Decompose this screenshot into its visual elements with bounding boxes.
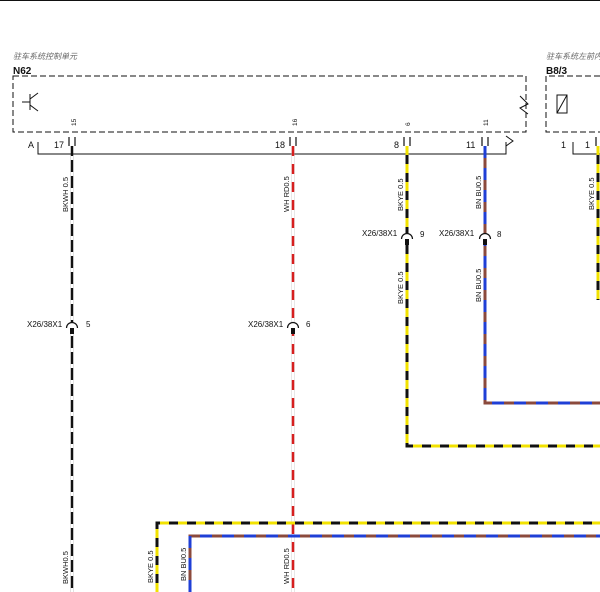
connector-name-9: X26/38X1 xyxy=(362,229,398,238)
connector-x26-38x1-8: X26/38X1 8 xyxy=(439,229,502,245)
n62-vlabel-8: 6 xyxy=(405,122,412,126)
sensor-icon xyxy=(556,94,568,114)
wire-label-lower-bnbu: BN BU0.5 xyxy=(179,548,188,581)
wire-label-17-top: BKWH 0.5 xyxy=(61,177,70,212)
wire-labels: BKWH 0.5 WH RD0.5 BKYE 0.5 BN BU0.5 BKYE… xyxy=(61,172,596,586)
wire-label-11-top: BN BU0.5 xyxy=(474,176,483,209)
n62-box xyxy=(12,75,527,133)
n62-id: N62 xyxy=(13,66,32,77)
wire-8-bkye xyxy=(405,146,600,448)
n62-caption: 驻车系统控制单元 xyxy=(13,52,78,61)
n62-ground-pin: A xyxy=(28,140,34,150)
component-b8-3: 驻车系统左前内 B8/3 1 1 xyxy=(545,52,600,155)
wire-lower-bnbu xyxy=(188,534,600,592)
wire-label-17-bottom: BKWH0.5 xyxy=(61,551,70,584)
connector-x26-38x1-5: X26/38X1 5 xyxy=(27,320,91,334)
n62-pin-11: 11 xyxy=(466,140,475,150)
b8-id: B8/3 xyxy=(546,66,568,77)
n62-rail-break-icon xyxy=(505,135,514,147)
connector-x26-38x1-9: X26/38X1 9 xyxy=(362,229,425,245)
connector-name-6: X26/38X1 xyxy=(248,320,284,329)
n62-pin-8: 8 xyxy=(394,140,399,150)
b8-pin-rail xyxy=(572,142,600,155)
transistor-icon xyxy=(22,92,39,112)
break-icon xyxy=(519,95,529,115)
wire-label-b8-top: BKYE 0.5 xyxy=(587,177,596,210)
n62-pin-rail xyxy=(37,142,507,155)
connector-name-5: X26/38X1 xyxy=(27,320,63,329)
b8-pin-1a: 1 xyxy=(561,140,566,150)
wire-lower-bkye xyxy=(155,521,600,592)
n62-pin-17: 17 xyxy=(54,140,64,150)
wire-label-18-bottom: WH RD0.5 xyxy=(282,548,291,584)
connector-x26-38x1-6: X26/38X1 6 xyxy=(248,320,311,334)
connector-pin-5: 5 xyxy=(86,320,91,329)
n62-pin-18: 18 xyxy=(275,140,285,150)
wire-label-18-top: WH RD0.5 xyxy=(282,176,291,212)
n62-vlabel-11: 11 xyxy=(483,119,490,126)
connector-name-8: X26/38X1 xyxy=(439,229,475,238)
connector-pin-6: 6 xyxy=(306,320,311,329)
n62-vlabel-17: 15 xyxy=(71,118,78,126)
wire-label-8-mid: BKYE 0.5 xyxy=(396,271,405,304)
n62-vlabel-18: 16 xyxy=(292,118,299,126)
wire-label-11-mid: BN BU0.5 xyxy=(474,269,483,302)
wire-11-bnbu xyxy=(483,146,600,405)
connector-pin-9: 9 xyxy=(420,230,425,239)
wire-label-lower-bkye: BKYE 0.5 xyxy=(146,550,155,583)
b8-box xyxy=(545,75,600,133)
component-n62: 驻车系统控制单元 N62 A 17 18 8 11 15 16 6 11 xyxy=(12,52,529,155)
b8-caption: 驻车系统左前内 xyxy=(546,52,600,61)
wire-label-8-top: BKYE 0.5 xyxy=(396,178,405,211)
connector-pin-8: 8 xyxy=(497,230,502,239)
b8-pin-1b: 1 xyxy=(585,140,590,150)
n62-pin-ticks xyxy=(68,137,489,146)
